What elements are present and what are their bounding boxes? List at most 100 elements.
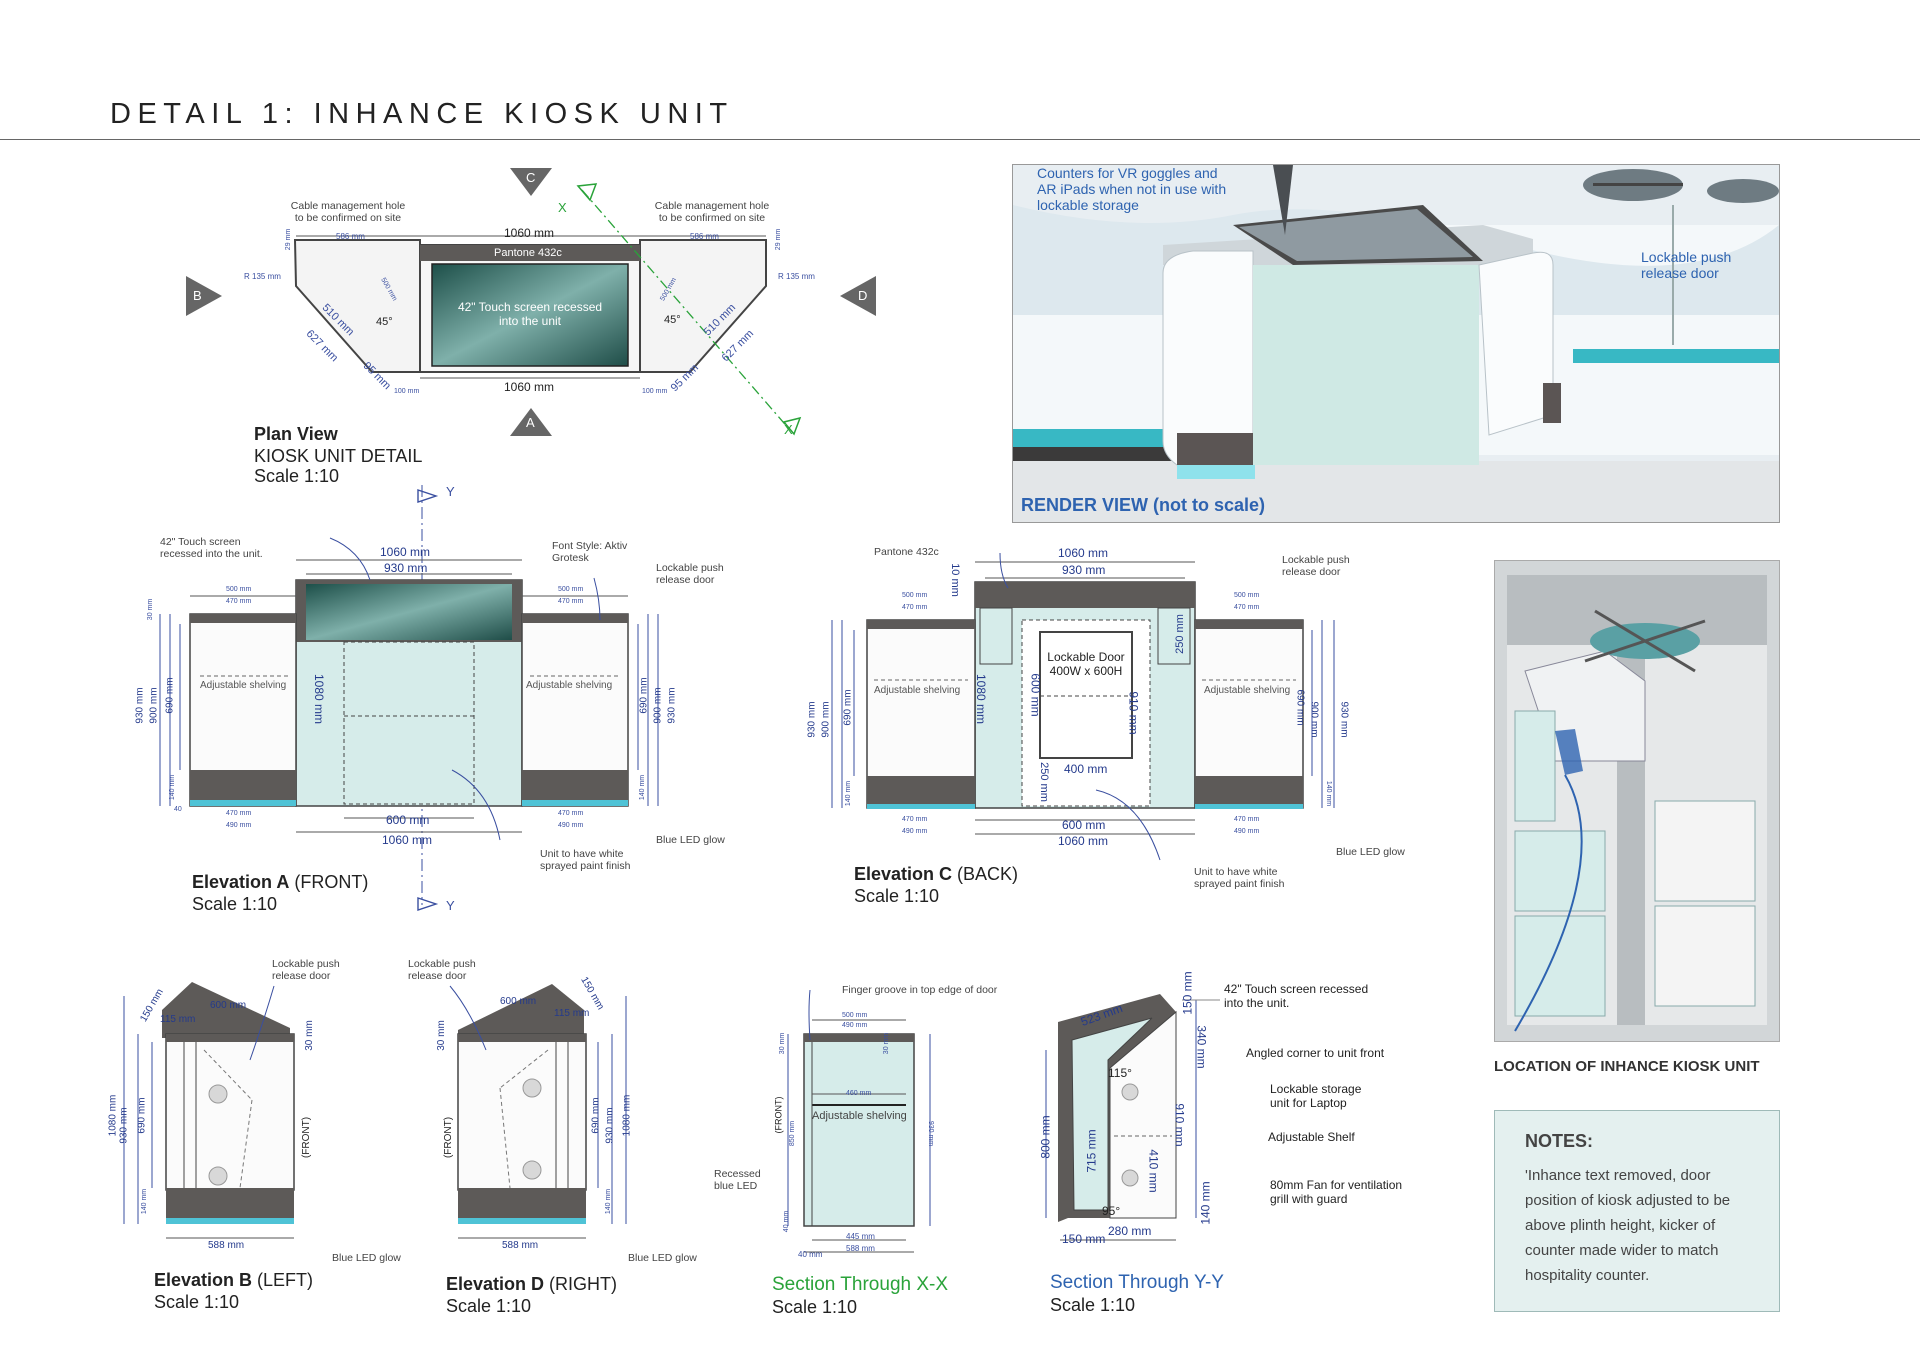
elevation-a-drawing xyxy=(159,485,659,911)
elev-a-title: Elevation A (FRONT) xyxy=(192,872,368,893)
elev-c-title-main: Elevation C xyxy=(854,864,953,884)
section-xx-h850: 850 mm xyxy=(789,1120,797,1147)
section-xx-shelf: Adjustable shelving xyxy=(812,1110,907,1122)
section-yy-title: Section Through Y-Y xyxy=(1050,1272,1224,1293)
elev-a-led-note: Blue LED glow xyxy=(656,834,725,846)
section-xx-h40: 40 mm xyxy=(783,1210,791,1233)
elev-b-h690: 690 mm xyxy=(136,1097,148,1134)
elev-a-h690-right: 690 mm xyxy=(638,677,650,714)
marker-d-label: D xyxy=(858,288,868,303)
elev-c-w490-left: 490 mm xyxy=(902,828,928,835)
section-yy-note-storage: Lockable storage unit for Laptop xyxy=(1270,1082,1362,1111)
elev-a-h30: 30 mm xyxy=(147,598,155,621)
render-note-door: Lockable push release door xyxy=(1641,249,1732,281)
elev-b-d115: 115 mm xyxy=(160,1014,196,1025)
elev-c-h900-right: 900 mm xyxy=(1308,701,1320,738)
elev-a-h930-left: 930 mm xyxy=(134,687,146,724)
elev-a-h40: 40 xyxy=(174,806,182,813)
elev-b-h30: 30 mm xyxy=(303,1020,315,1051)
elev-d-w588: 588 mm xyxy=(502,1240,539,1251)
elev-a-h900-left: 900 mm xyxy=(148,687,160,724)
elev-c-title: Elevation C (BACK) xyxy=(854,864,1018,885)
elevation-d-drawing xyxy=(457,984,627,1239)
elev-a-w470-left: 470 mm xyxy=(226,598,252,605)
section-yy-d910: 910 mm xyxy=(1172,1103,1187,1147)
elev-a-title-main: Elevation A xyxy=(192,872,290,892)
elev-a-h140-right: 140 mm xyxy=(639,774,647,801)
elev-c-h250-bottom: 250 mm xyxy=(1037,762,1050,802)
plan-dim-29-right: 29 mm xyxy=(775,228,783,251)
plan-view-subtitle: KIOSK UNIT DETAIL xyxy=(254,446,423,466)
elev-c-h250-top: 250 mm xyxy=(1173,614,1186,654)
section-yy-d150: 150 mm xyxy=(1180,971,1195,1015)
elev-c-title-suffix: (BACK) xyxy=(957,864,1019,884)
elev-a-w490-right: 490 mm xyxy=(558,822,584,829)
elev-a-w470-bottom-right: 470 mm xyxy=(558,810,584,817)
elev-a-h900-right: 900 mm xyxy=(652,687,664,724)
location-plan-map xyxy=(1494,560,1780,1042)
elev-c-w400: 400 mm xyxy=(1064,762,1108,776)
plan-dim-29-left: 29 mm xyxy=(285,228,293,251)
marker-x-bottom: X xyxy=(784,422,793,437)
elev-d-title-main: Elevation D xyxy=(446,1274,545,1294)
marker-a-label: A xyxy=(526,415,535,430)
elev-a-h930-right: 930 mm xyxy=(666,687,678,724)
location-plan-drawing xyxy=(1495,561,1779,1041)
elev-b-w588: 588 mm xyxy=(208,1240,245,1251)
elev-a-finish-note: Unit to have white sprayed paint finish xyxy=(540,848,631,873)
elev-b-scale: Scale 1:10 xyxy=(154,1292,240,1312)
elev-c-h930-right: 930 mm xyxy=(1338,701,1350,738)
elev-b-w600: 600 mm xyxy=(210,1000,247,1011)
elev-c-w490-right: 490 mm xyxy=(1234,828,1260,835)
elev-d-h690: 690 mm xyxy=(590,1097,602,1134)
section-yy-d340: 340 mm xyxy=(1194,1025,1209,1069)
elev-a-w470-bottom-left: 470 mm xyxy=(226,810,252,817)
elev-c-w470-left: 470 mm xyxy=(902,604,928,611)
plan-angle-left: 45° xyxy=(376,316,393,328)
elev-d-title: Elevation D (RIGHT) xyxy=(446,1274,617,1295)
section-yy-a95: 95° xyxy=(1102,1204,1121,1218)
section-yy-a115: 115° xyxy=(1108,1066,1132,1080)
section-marker-c xyxy=(510,168,552,196)
elev-a-w930: 930 mm xyxy=(384,561,428,575)
elev-c-h900-left: 900 mm xyxy=(820,701,832,738)
section-xx-w40: 40 mm xyxy=(798,1250,823,1259)
elev-d-led-note: Blue LED glow xyxy=(628,1252,697,1264)
elev-a-w600: 600 mm xyxy=(386,813,430,827)
elev-c-pantone: Pantone 432c xyxy=(874,546,939,558)
marker-c-label: C xyxy=(526,170,536,185)
section-xx-h30-left: 30 mm xyxy=(779,1032,787,1055)
section-yy-drawing xyxy=(1045,994,1220,1241)
elev-b-h1080: 1080 mm xyxy=(107,1094,119,1137)
elev-a-h690-left: 690 mm xyxy=(164,677,176,714)
section-yy-note-corner: Angled corner to unit front xyxy=(1246,1046,1385,1060)
elev-d-d115: 115 mm xyxy=(554,1008,590,1019)
elev-c-shelf-right: Adjustable shelving xyxy=(1204,685,1291,696)
elev-c-h910: 910 mm xyxy=(1126,691,1141,735)
elev-c-w470-bottom-left: 470 mm xyxy=(902,816,928,823)
plan-dim-586-right: 586 mm xyxy=(690,232,719,241)
section-xx-w588: 588 mm xyxy=(846,1244,875,1253)
elev-a-w500-left: 500 mm xyxy=(226,586,252,593)
section-xx-w500: 500 mm xyxy=(842,1012,868,1019)
plan-width-bottom: 1060 mm xyxy=(504,380,555,394)
section-yy-scale: Scale 1:10 xyxy=(1050,1295,1136,1315)
elevation-c-drawing xyxy=(831,561,1335,835)
elev-a-w470-right: 470 mm xyxy=(558,598,584,605)
plan-dim-586-left: 586 mm xyxy=(336,232,365,241)
elev-a-door-note: Lockable push release door xyxy=(656,562,724,587)
elev-c-h10: 10 mm xyxy=(948,563,961,597)
elev-c-shelf-left: Adjustable shelving xyxy=(874,685,961,696)
render-view-panel: Counters for VR goggles and AR iPads whe… xyxy=(1012,164,1780,523)
elev-b-h140: 140 mm xyxy=(141,1188,149,1215)
plan-radius-right: R 135 mm xyxy=(778,272,815,281)
elev-d-h1080: 1080 mm xyxy=(621,1094,633,1137)
elev-c-door-label: Lockable Door 400W x 600H xyxy=(1047,650,1125,678)
elev-c-w470-right: 470 mm xyxy=(1234,604,1260,611)
elev-c-w1060-top: 1060 mm xyxy=(1058,546,1109,560)
render-illustration xyxy=(1013,165,1779,522)
elev-d-h30: 30 mm xyxy=(435,1020,447,1051)
elev-b-title-main: Elevation B xyxy=(154,1270,253,1290)
elev-d-w600: 600 mm xyxy=(500,996,537,1007)
